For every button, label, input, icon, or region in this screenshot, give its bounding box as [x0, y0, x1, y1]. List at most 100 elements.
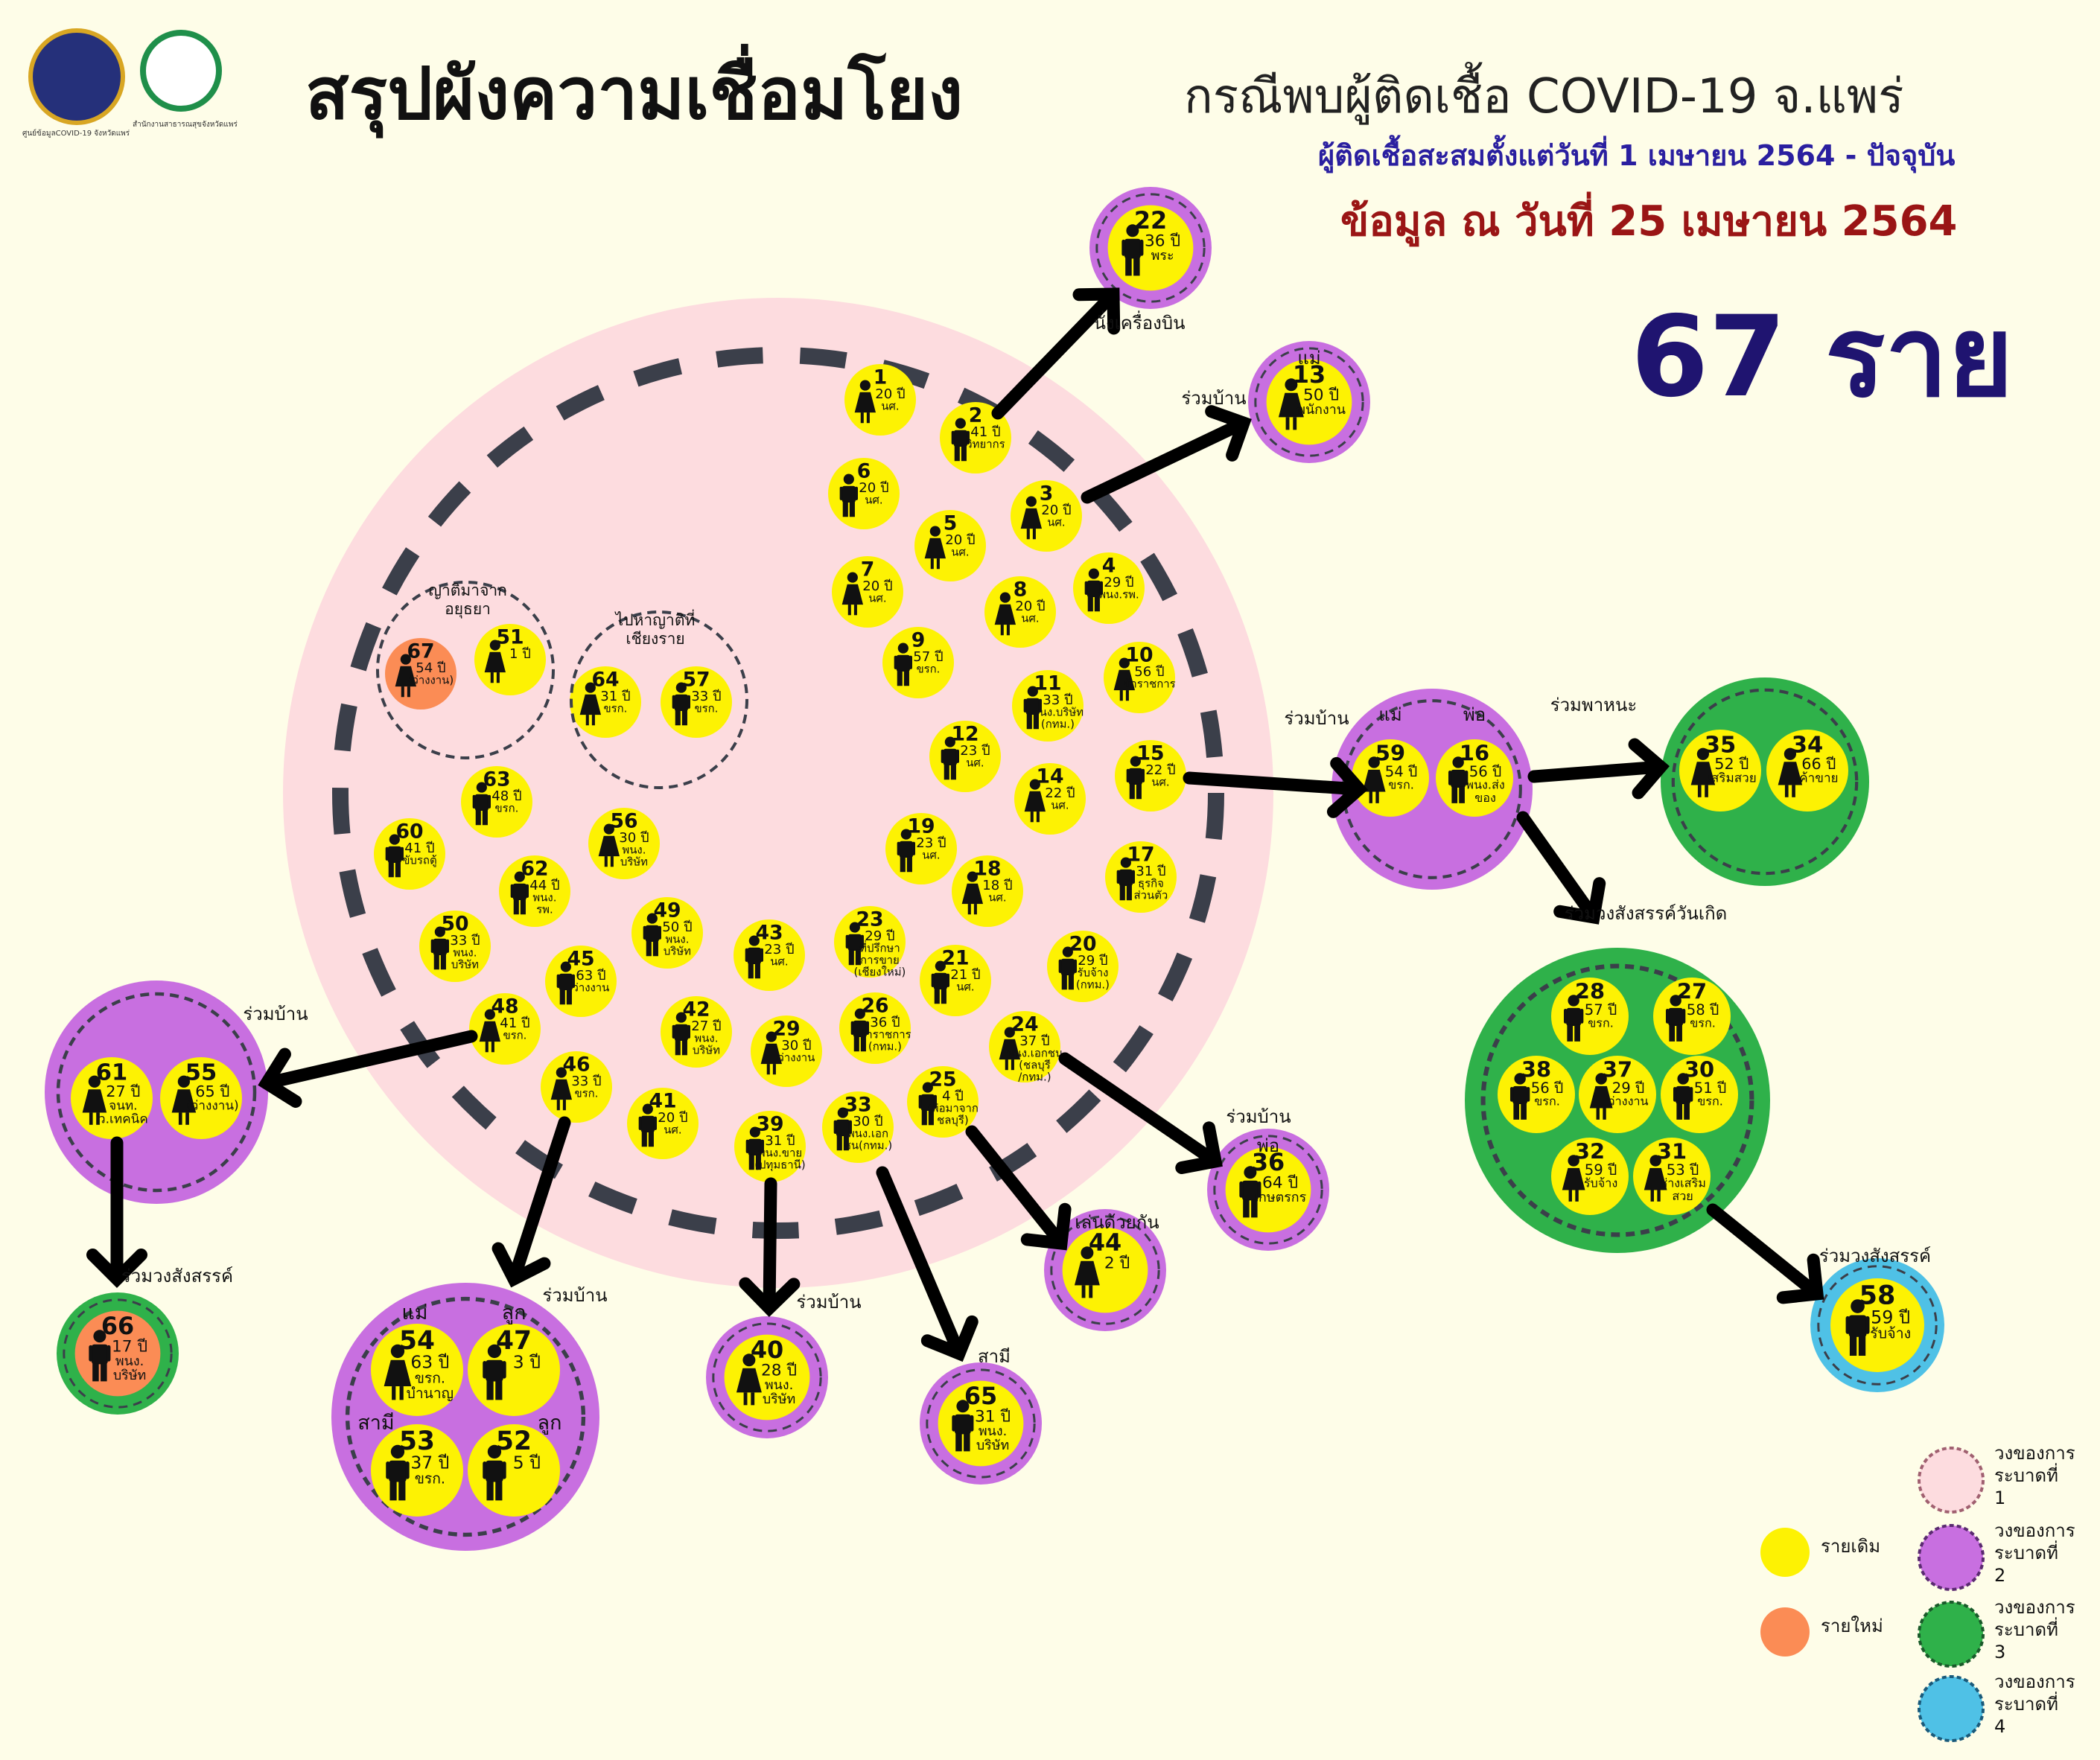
case-note: พนง.บริษัท [620, 843, 648, 868]
case-note: ว่างงาน [777, 1050, 815, 1064]
case-note: ขับรถตู้ [402, 853, 436, 867]
case-44: 442 ปี [1062, 1227, 1148, 1313]
person-female-icon [760, 1031, 783, 1075]
case-note-line: ข้าราชการ [859, 1027, 911, 1041]
case-number: 6 [857, 459, 871, 482]
case-number: 58 [1859, 1281, 1896, 1311]
case-age: 64 ปี [1262, 1174, 1298, 1193]
arrow-46-to-54 [491, 1116, 571, 1288]
person-female-icon [1020, 496, 1043, 540]
case-age: 29 ปี [1104, 575, 1133, 590]
case-number: 19 [907, 814, 935, 838]
case-number: 45 [567, 947, 594, 970]
case-note-line: พระ [1151, 248, 1174, 264]
legend-old-case-label: รายเดิม [1821, 1536, 1880, 1557]
case-age: 23 ปี [960, 743, 990, 759]
case-note: พนง.บริษัท [664, 932, 691, 957]
case-age: 29 ปี [1612, 1080, 1645, 1097]
case-age: 20 ปี [1015, 599, 1045, 614]
case-age: 23 ปี [916, 835, 946, 851]
person-female-icon [579, 682, 602, 726]
provincial-covid-center-logo [28, 28, 125, 125]
case-age: 31 ปี [1136, 864, 1165, 879]
case-note-line: นศ. [868, 591, 886, 605]
case-age: 36 ปี [870, 1015, 900, 1030]
case-age: 3 ปี [513, 1352, 541, 1373]
page-title-sub: กรณีพบผู้ติดเชื้อ COVID-19 จ.แพร่ [1184, 69, 1904, 124]
case-note: ช่างเสริมสวย [1659, 1176, 1706, 1203]
case-age: 57 ปี [1585, 1001, 1617, 1018]
case-note-line: ชลบุรี) [937, 1113, 969, 1126]
case-note-line: เสริมสวย [1707, 771, 1757, 785]
member-relation-label: พ่อ [1257, 1135, 1279, 1156]
case-number: 40 [751, 1336, 783, 1364]
member-relation-label: สามี [357, 1412, 394, 1435]
case-note: พนง.บริษัท [451, 946, 479, 971]
case-note: ขรก. [503, 1028, 526, 1042]
arrow-label-c54: ร่วมบ้าน [542, 1285, 607, 1306]
person-male-icon [833, 1107, 852, 1151]
person-male-icon [1121, 224, 1144, 276]
data-as-of-date: ข้อมูล ณ วันที่ 25 เมษายน 2564 [1340, 197, 1958, 246]
case-note: จนท.ว.เทคนิค [98, 1098, 148, 1126]
case-number: 21 [941, 946, 969, 969]
arrow-label-c13: ร่วมบ้าน [1181, 388, 1246, 409]
case-note: นศ. [1047, 515, 1065, 529]
case-note-line: ขรก. [916, 662, 940, 675]
case-number: 7 [861, 558, 875, 581]
logo-left-caption: ศูนย์ข้อมูลCOVID-19 จังหวัดแพร่ [22, 130, 130, 138]
case-note: ข้าราชการ [1123, 677, 1176, 690]
member-relation-label: แม่ [1378, 704, 1401, 725]
case-age: 30 ปี [853, 1114, 882, 1129]
case-age: 41 ปี [404, 841, 434, 856]
case-9: 957 ปีขรก. [882, 627, 954, 698]
arrow-label-c35: ร่วมพาหนะ [1550, 695, 1638, 715]
case-note-line: ขรก. [415, 1470, 445, 1487]
case-age: 20 ปี [1041, 503, 1071, 518]
case-note-line: ที่ปรึกษา [859, 940, 900, 954]
case-note-line: ว่างงาน [572, 981, 609, 994]
case-note: ว่างงาน [572, 981, 609, 994]
legend-new-case: รายใหม่ [1760, 1607, 1883, 1657]
case-number: 41 [649, 1089, 676, 1112]
person-male-icon [918, 1082, 937, 1126]
case-note-line: ส่วนตัว [1134, 888, 1168, 902]
person-female-icon [171, 1075, 197, 1125]
case-note-line: พนง. [765, 1377, 793, 1393]
case-note: พนง.รพ. [532, 890, 556, 916]
case-note-line: จนท. [109, 1098, 137, 1113]
legend-wave2-label: ระบาดที่ [1994, 1540, 2058, 1563]
case-note: นศ. [770, 954, 788, 968]
case-number: 23 [856, 908, 883, 931]
case-note-line: พนง. [453, 946, 477, 959]
case-note-line: บริษัท [763, 1391, 795, 1407]
legend-wave2-label: 2 [1994, 1565, 2005, 1586]
person-male-icon [1023, 686, 1042, 730]
case-note-line: ว.เทคนิค [98, 1112, 148, 1127]
person-female-icon [961, 871, 984, 915]
case-number: 60 [395, 820, 423, 843]
person-female-icon [484, 640, 506, 683]
case-note: ขรก. [494, 801, 518, 814]
case-age: 4 ปี [942, 1088, 964, 1104]
case-age: 56 ปี [1531, 1080, 1564, 1097]
case-age: 20 ปี [862, 578, 892, 594]
case-age: 21 ปี [950, 967, 980, 983]
case-note: นศ. [956, 980, 974, 993]
case-number: 49 [653, 899, 681, 922]
person-male-icon [1084, 568, 1103, 612]
case-number: 36 [1252, 1148, 1285, 1176]
case-number: 67 [407, 640, 434, 663]
